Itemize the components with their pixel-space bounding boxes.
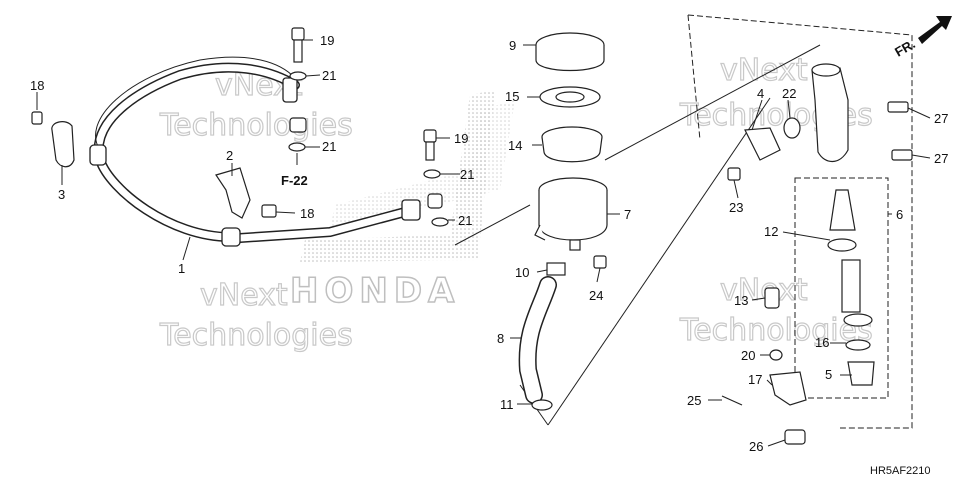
callout-16: 16 [815,335,829,350]
callout-22: 22 [782,86,796,101]
callout-6: 6 [896,207,903,222]
direction-label: FR. [892,36,918,59]
callout-14: 14 [508,138,522,153]
callout-21: 21 [322,139,336,154]
callout-2: 2 [226,148,233,163]
callout-1: 1 [178,261,185,276]
callout-19: 19 [454,131,468,146]
honda-wordmark: HONDA [290,271,460,311]
brake-hose [89,56,421,247]
watermark-line2: Technologies [159,108,353,143]
banjo-bolt-upper [288,27,307,152]
diagram-code: HR5AF2210 [870,465,931,477]
watermark-line2: Technologies [159,318,353,353]
callout-12: 12 [764,224,778,239]
callout-27: 27 [934,111,948,126]
callout-24: 25 [687,393,701,408]
callout-3: 3 [58,187,65,202]
callout-7: 7 [624,207,631,222]
master-cylinder [727,63,913,181]
callout-labels: 18 3 1 2 18 19 21 21 19 21 21 9 15 14 7 … [30,33,948,454]
callout-10: 10 [515,265,529,280]
callout-25: 26 [749,439,763,454]
callout-5: 5 [825,367,832,382]
banjo-bolt-lower [423,129,449,227]
callout-21: 21 [458,213,472,228]
callout-20: 20 [741,348,755,363]
front-direction-arrow: FR. [892,16,952,60]
callout-9: 9 [509,38,516,53]
callout-26: 24 [589,288,603,303]
watermark-line1: vNext [720,273,808,308]
honda-wing-logo: HONDA [289,90,515,312]
callout-27: 27 [934,151,948,166]
reservoir-cap [534,32,608,251]
callout-8: 8 [497,331,504,346]
hose-clamp [31,111,277,219]
leader-lines [36,39,931,447]
callout-15: 15 [505,89,519,104]
reference-label: F-22 [281,173,308,188]
watermark-line1: vNext [720,53,808,88]
watermark-line1: vNext [200,278,288,313]
callout-18: 18 [300,206,314,221]
callout-13: 13 [734,293,748,308]
callout-4: 4 [757,86,764,101]
callout-18: 18 [30,78,44,93]
reservoir-hose [518,255,607,411]
callout-19: 19 [320,33,334,48]
callout-23: 23 [729,200,743,215]
cylinder-internals [721,189,875,445]
callout-21: 21 [460,167,474,182]
callout-11: 11 [500,397,514,412]
assembly-outlines [454,14,913,429]
callout-21: 21 [322,68,336,83]
callout-17: 17 [748,372,762,387]
